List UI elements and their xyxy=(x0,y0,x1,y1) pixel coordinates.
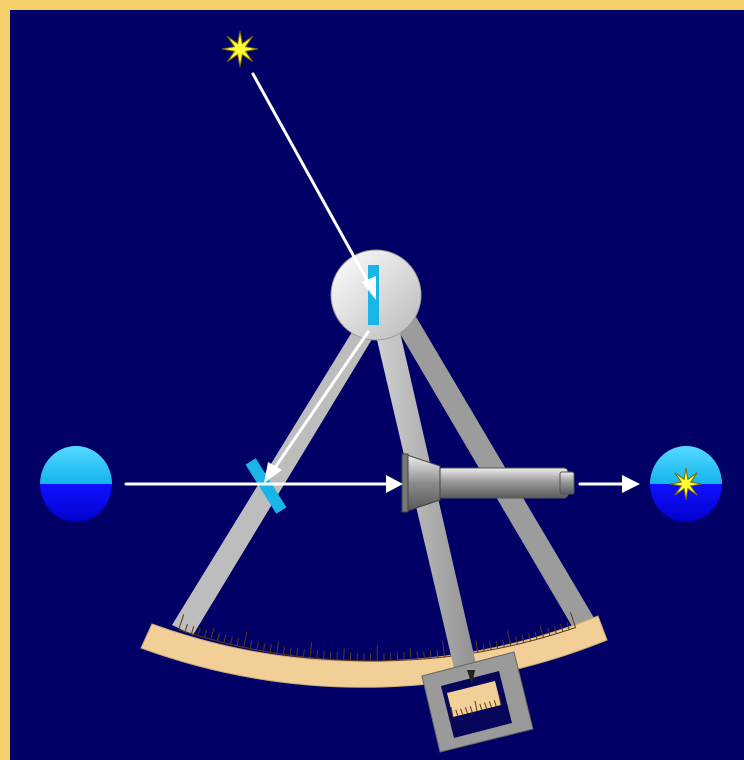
scale-tick xyxy=(424,651,425,659)
scale-tick xyxy=(330,651,331,659)
diagram-stage xyxy=(10,10,744,760)
sun-shape xyxy=(222,31,258,67)
star-burst-icon xyxy=(222,31,258,67)
sun-reflection-shape xyxy=(670,468,702,500)
scale-tick xyxy=(417,651,418,659)
scale-tick xyxy=(324,651,325,659)
sextant-diagram xyxy=(10,10,744,760)
scale-tick xyxy=(344,648,345,660)
star-burst-small-icon xyxy=(670,468,702,500)
scale-tick xyxy=(410,648,411,660)
